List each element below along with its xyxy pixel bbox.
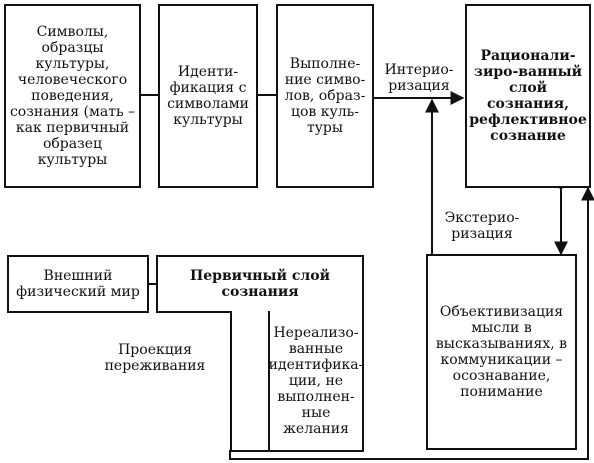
box-primary-layer: Первичный слой сознания — [156, 255, 364, 313]
box-symbols-text: Символы, образцы культуры, человеческого… — [9, 24, 136, 168]
box-identification-text: Иденти-фикация с символами культуры — [167, 64, 249, 128]
box-objectivation: Объективизация мысли в высказываниях, в … — [426, 254, 577, 450]
box-unrealized: Нереализо-ванные идентифика-ции, не выпо… — [230, 311, 364, 452]
arrow-exteriorization — [425, 98, 439, 256]
box-external-world-text: Внешний физический мир — [16, 268, 140, 300]
box-symbols: Символы, образцы культуры, человеческого… — [4, 4, 141, 188]
box-objectivation-text: Объективизация мысли в высказываниях, в … — [435, 304, 568, 400]
box-performance-text: Выполне-ние симво-лов, образ-цов куль-ту… — [284, 56, 366, 136]
arrow-feedback-loop — [229, 186, 594, 460]
box-identification: Иденти-фикация с символами культуры — [158, 4, 258, 188]
label-exteriorization: Экстерио-ризация — [444, 210, 520, 242]
box-unrealized-text: Нереализо-ванные идентифика-ции, не выпо… — [268, 324, 364, 437]
label-projection: Проекция переживания — [104, 342, 206, 374]
label-interiorization: Интерио-ризация — [384, 62, 454, 94]
box-rationalized: Рационали-зиро-ванный слой сознания, реф… — [465, 4, 591, 188]
box-primary-layer-text: Первичный слой сознания — [190, 268, 330, 300]
box-external-world: Внешний физический мир — [7, 255, 149, 313]
box-rationalized-text: Рационали-зиро-ванный слой сознания, реф… — [469, 48, 587, 144]
box-performance: Выполне-ние симво-лов, образ-цов куль-ту… — [276, 4, 374, 188]
